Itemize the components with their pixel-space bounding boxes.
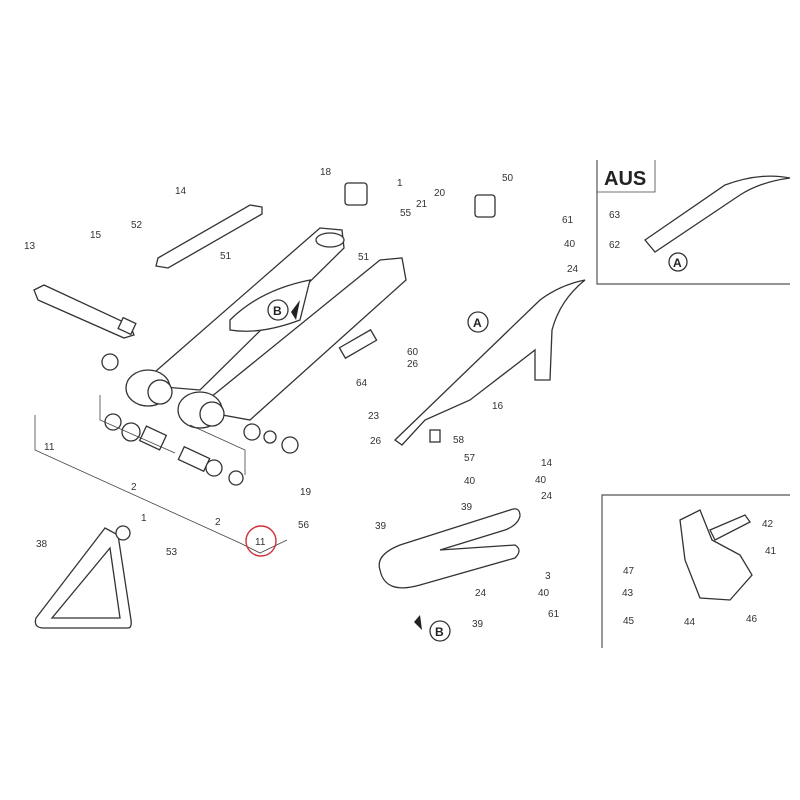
label-53: 53 xyxy=(166,547,178,558)
callout-a-inset xyxy=(668,252,688,272)
axle-13 xyxy=(33,284,137,339)
guide-lines xyxy=(99,395,246,475)
swingarm xyxy=(125,227,407,429)
inset-aus: AUS A xyxy=(596,160,791,285)
inset-aus-title: AUS xyxy=(604,168,646,190)
label-50: 50 xyxy=(502,173,514,184)
label-14: 14 xyxy=(175,186,187,197)
label-40: 40 xyxy=(564,239,576,250)
label-19: 19 xyxy=(300,487,312,498)
label-64: 64 xyxy=(356,378,368,389)
label-39c: 39 xyxy=(472,619,484,630)
callout-a-inset-label: A xyxy=(673,256,682,270)
label-51b: 51 xyxy=(358,252,370,263)
label-58: 58 xyxy=(453,435,465,446)
label-63: 63 xyxy=(609,210,621,221)
chain-slider-3 xyxy=(378,508,521,589)
label-1: 1 xyxy=(141,513,147,524)
spacer-58 xyxy=(429,429,441,443)
sticker-64 xyxy=(338,328,378,360)
label-62: 62 xyxy=(609,240,621,251)
label-40d: 40 xyxy=(538,588,550,599)
bearing-set xyxy=(101,353,299,486)
callout-b-main xyxy=(267,299,289,321)
label-24b: 24 xyxy=(541,491,553,502)
callout-b-lower-label: B xyxy=(435,625,444,639)
bracket-1 xyxy=(34,415,288,554)
label-40c: 40 xyxy=(535,475,547,486)
label-46: 46 xyxy=(746,614,758,625)
label-40b: 40 xyxy=(464,476,476,487)
block-50 xyxy=(474,194,496,218)
label-26b: 26 xyxy=(370,436,382,447)
label-60: 60 xyxy=(407,347,419,358)
chain-guard-16 xyxy=(393,279,586,446)
label-61: 61 xyxy=(562,215,574,226)
stand-pivot xyxy=(115,525,131,541)
label-16: 16 xyxy=(492,401,504,412)
block-18 xyxy=(344,182,368,206)
label-14b: 14 xyxy=(541,458,553,469)
highlight-circle xyxy=(245,525,277,557)
label-20: 20 xyxy=(434,188,446,199)
label-24c: 24 xyxy=(475,588,487,599)
label-18: 18 xyxy=(320,167,332,178)
label-61b: 61 xyxy=(548,609,560,620)
label-21: 21 xyxy=(416,199,428,210)
label-11: 11 xyxy=(44,442,55,453)
label-38: 38 xyxy=(36,539,48,550)
label-43: 43 xyxy=(622,588,634,599)
callout-a-main-label: A xyxy=(473,316,482,330)
label-45: 45 xyxy=(623,616,635,627)
stand-38 xyxy=(34,527,132,629)
inset-chain-guide xyxy=(601,494,790,648)
label-42: 42 xyxy=(762,519,774,530)
label-56: 56 xyxy=(298,520,310,531)
label-24: 24 xyxy=(567,264,579,275)
label-13: 13 xyxy=(24,241,36,252)
label-44: 44 xyxy=(684,617,696,628)
label-47: 47 xyxy=(623,566,635,577)
label-23: 23 xyxy=(368,411,380,422)
label-26: 26 xyxy=(407,359,419,370)
label-2b: 2 xyxy=(215,517,221,528)
part-labels: 13 15 14 52 51 18 51 64 11 2 2 1 53 11 1… xyxy=(24,167,777,630)
label-3: 3 xyxy=(545,571,551,582)
callout-b-lower xyxy=(429,620,451,642)
label-2: 2 xyxy=(131,482,137,493)
label-39b: 39 xyxy=(461,502,473,513)
label-57: 57 xyxy=(464,453,476,464)
label-55: 55 xyxy=(400,208,412,219)
label-15: 15 xyxy=(90,230,102,241)
label-41: 41 xyxy=(765,546,777,557)
label-39: 39 xyxy=(375,521,387,532)
label-11-highlighted: 11 xyxy=(255,537,266,548)
chain-guide-15 xyxy=(155,204,263,269)
label-52: 52 xyxy=(131,220,143,231)
label-51: 51 xyxy=(220,251,232,262)
callout-b-main-label: B xyxy=(273,304,282,318)
callout-a-main xyxy=(467,311,489,333)
label-1-top: 1 xyxy=(397,178,403,189)
